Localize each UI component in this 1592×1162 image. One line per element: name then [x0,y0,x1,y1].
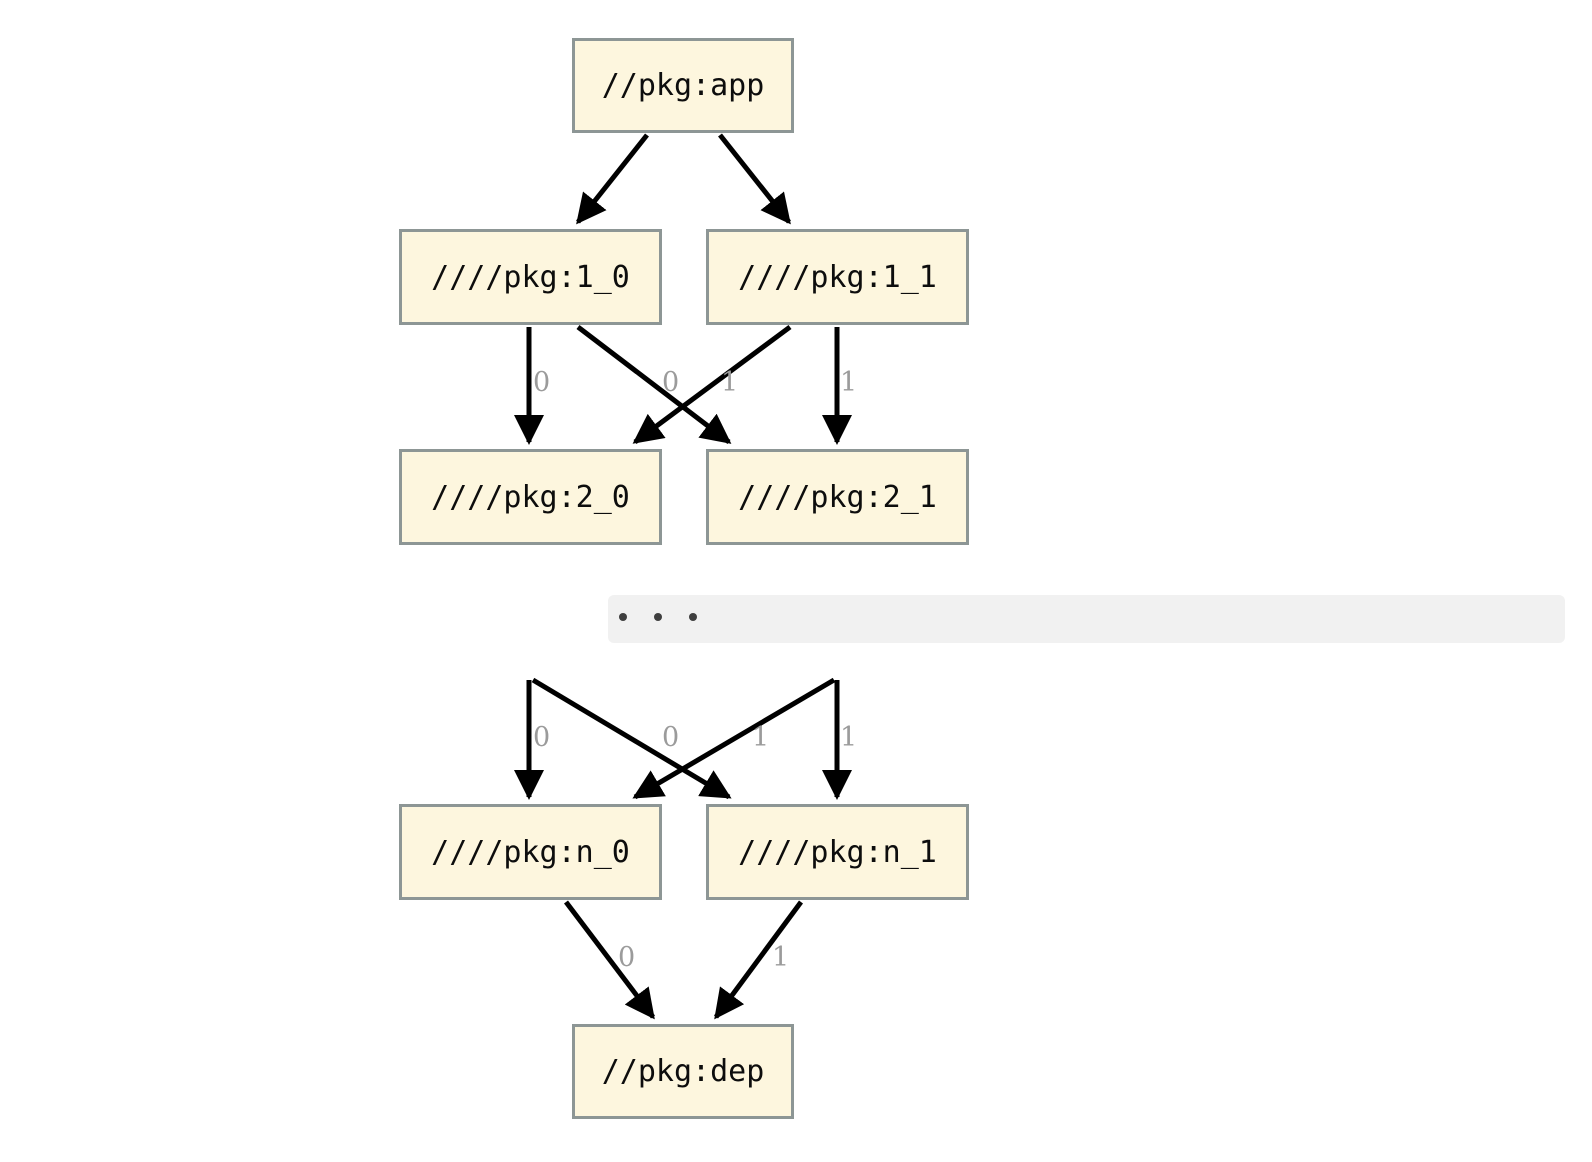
node-n_1[interactable]: ////pkg:n_1 [706,804,969,900]
edge-dangling2-to-n_0 [632,677,836,800]
node-1_1[interactable]: ////pkg:1_1 [706,229,969,325]
node-app-label: //pkg:app [601,68,765,103]
edge-n_1-to-dep [713,900,804,1020]
node-2_1[interactable]: ////pkg:2_1 [706,449,969,545]
ellipsis-dot-2 [654,613,662,621]
node-1_1-label: ////pkg:1_1 [738,259,937,295]
edge-label-dangling-n_0: 0 [533,722,551,753]
edge-dangling-to-n_1 [531,677,732,800]
edge-1_1-to-2_0 [632,324,792,445]
edge-label-dangling2-n_1: 1 [840,722,858,753]
node-n_1-label: ////pkg:n_1 [738,834,937,870]
node-2_1-label: ////pkg:2_1 [738,479,937,515]
edge-label-n_1-dep: 1 [772,942,790,973]
ellipsis-band [608,595,1565,643]
edge-n_0-to-dep [564,900,655,1020]
ellipsis-dot-3 [689,613,697,621]
node-2_0-label: ////pkg:2_0 [431,479,630,515]
node-n_0[interactable]: ////pkg:n_0 [399,804,662,900]
edge-1_0-to-2_1 [576,325,732,444]
edge-label-dangling-n_1: 0 [662,722,680,753]
node-app[interactable]: //pkg:app [572,38,794,133]
ellipsis-dot-1 [619,613,627,621]
node-1_0-label: ////pkg:1_0 [431,259,630,295]
edge-label-1_1-2_0: 1 [721,367,739,398]
node-n_0-label: ////pkg:n_0 [431,834,630,870]
edge-label-1_0-2_1: 0 [662,367,680,398]
node-dep[interactable]: //pkg:dep [572,1024,794,1119]
node-1_0[interactable]: ////pkg:1_0 [399,229,662,325]
edge-app-to-1_0 [576,133,649,225]
edge-label-dangling2-n_0: 1 [752,722,770,753]
node-2_0[interactable]: ////pkg:2_0 [399,449,662,545]
edge-label-1_1-2_1: 1 [840,367,858,398]
node-dep-label: //pkg:dep [601,1054,765,1089]
edge-app-to-1_1 [718,133,791,225]
edge-label-1_0-2_0: 0 [533,367,551,398]
edge-label-n_0-dep: 0 [618,942,636,973]
